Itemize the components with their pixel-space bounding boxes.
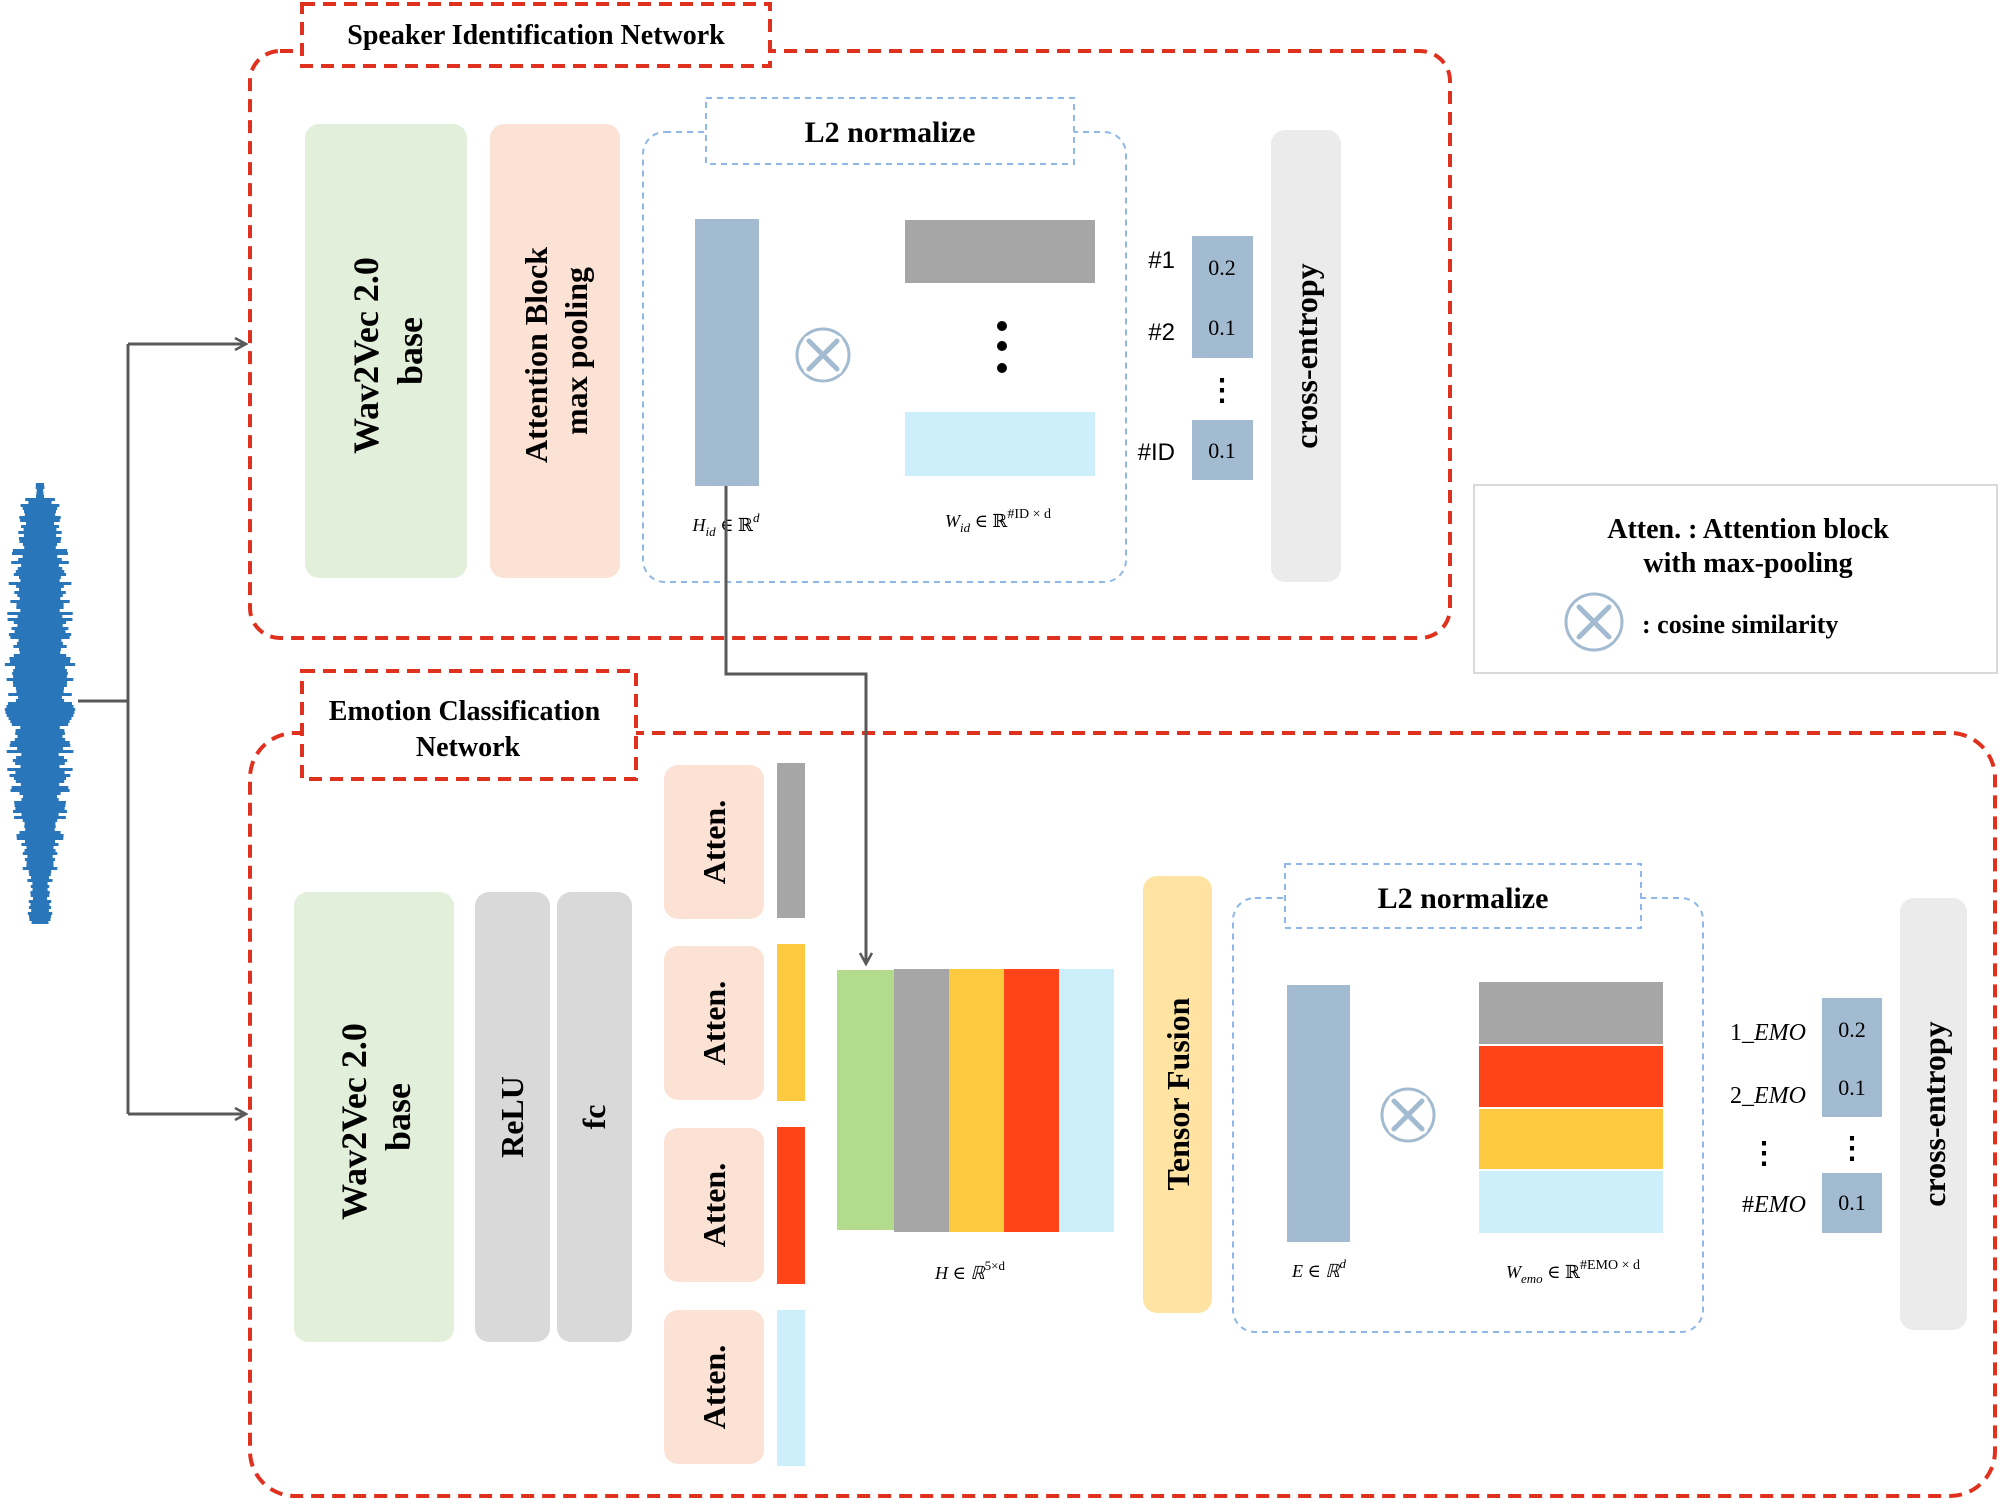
emotion-wav2vec-line2: base xyxy=(378,1083,418,1151)
emotion-h-column-5 xyxy=(1059,969,1114,1232)
speaker-w-id-row-last xyxy=(905,412,1095,476)
emotion-loss-label: cross-entropy xyxy=(1916,1021,1952,1206)
speaker-output-gap xyxy=(1190,358,1255,420)
emotion-tensor-fusion-label: Tensor Fusion xyxy=(1160,997,1196,1190)
emotion-network: Emotion Classification Network Wav2Vec 2… xyxy=(248,669,1997,1498)
emotion-output-vector xyxy=(1822,998,1882,1233)
emotion-e-vector xyxy=(1287,985,1350,1242)
emotion-row-label-last: #EMO xyxy=(1742,1192,1806,1218)
legend: Atten. : Attention block with max-poolin… xyxy=(1473,484,1998,674)
emotion-network-title-line1: Emotion Classification xyxy=(329,696,601,727)
speaker-wav2vec-block xyxy=(305,124,467,578)
emotion-wav2vec-block xyxy=(294,892,454,1342)
emotion-network-title-line2: Network xyxy=(416,732,521,763)
emotion-wav2vec-line1: Wav2Vec 2.0 xyxy=(334,1023,374,1220)
speaker-attention-line2: max pooling xyxy=(558,267,594,435)
emotion-w-emo-label: Wemo ∈ ℝ#EMO × d xyxy=(1506,1258,1640,1286)
emotion-atten-block-2 xyxy=(664,946,764,1100)
emotion-atten-label-4: Atten. xyxy=(696,1345,732,1429)
speaker-row-label-last: #ID xyxy=(1138,439,1175,466)
emotion-h-label: H ∈ ℝ5×d xyxy=(934,1258,1005,1283)
speaker-l2-label: L2 normalize xyxy=(805,116,976,149)
speaker-attention-label: Attention Block max pooling xyxy=(518,239,594,463)
speaker-loss-block xyxy=(1271,130,1341,582)
speaker-cosine-icon xyxy=(795,327,851,383)
emotion-tensor-fusion-block xyxy=(1143,876,1212,1313)
speaker-embedding-arrow xyxy=(724,486,866,963)
emotion-cosine-icon xyxy=(1380,1087,1436,1143)
speaker-output-vdots: ⋮ xyxy=(1207,374,1237,407)
legend-line2: with max-pooling xyxy=(1643,548,1852,579)
emotion-h-column-3 xyxy=(949,969,1004,1232)
speaker-output-value-last: 0.1 xyxy=(1208,438,1236,463)
speaker-wav2vec-line1: Wav2Vec 2.0 xyxy=(346,257,386,454)
emotion-network-title: Emotion Classification Network xyxy=(329,696,607,763)
speaker-wav2vec-label: Wav2Vec 2.0 base xyxy=(346,248,430,454)
emotion-h-column-2 xyxy=(894,969,949,1232)
speaker-attention-line1: Attention Block xyxy=(518,247,554,463)
emotion-atten-output-3 xyxy=(777,1127,805,1284)
emotion-w-emo-row-1 xyxy=(1479,982,1663,1044)
emotion-fc-label: fc xyxy=(576,1105,612,1130)
emotion-network-title-box xyxy=(300,669,638,781)
emotion-relu-block xyxy=(475,892,550,1342)
speaker-l2-boundary xyxy=(642,131,1127,583)
emotion-w-emo-row-3 xyxy=(1479,1109,1663,1169)
emotion-fc-block xyxy=(557,892,632,1342)
emotion-relu-label: ReLU xyxy=(494,1076,530,1158)
emotion-row-label-1: 1_EMO xyxy=(1730,1020,1806,1046)
emotion-atten-label-1: Atten. xyxy=(696,800,732,884)
speaker-network: Speaker Identification Network Wav2Vec 2… xyxy=(248,2,1452,640)
speaker-output-value-1: 0.2 xyxy=(1208,255,1236,280)
emotion-loss-block xyxy=(1900,898,1967,1330)
emotion-label-vdots: ⋮ xyxy=(1749,1137,1779,1170)
emotion-output-gap xyxy=(1820,1117,1884,1173)
input-arrows xyxy=(78,344,245,1114)
speaker-network-title: Speaker Identification Network xyxy=(347,20,725,51)
speaker-l2-title-box xyxy=(705,97,1075,165)
emotion-w-emo-row-2 xyxy=(1479,1046,1663,1107)
emotion-network-boundary xyxy=(248,731,1997,1498)
emotion-atten-output-2 xyxy=(777,944,805,1101)
emotion-atten-output-4 xyxy=(777,1310,805,1466)
speaker-loss-label: cross-entropy xyxy=(1288,263,1324,448)
emotion-output-vdots: ⋮ xyxy=(1837,1132,1867,1165)
emotion-atten-block-4 xyxy=(664,1310,764,1464)
audio-waveform-icon xyxy=(4,483,76,924)
emotion-h-column-1 xyxy=(837,970,894,1230)
emotion-w-emo-row-4 xyxy=(1479,1171,1663,1233)
speaker-network-title-box xyxy=(300,2,772,68)
emotion-atten-label-2: Atten. xyxy=(696,981,732,1065)
emotion-atten-output-1 xyxy=(777,763,805,918)
emotion-output-value-1: 0.2 xyxy=(1838,1017,1866,1042)
speaker-w-id-label: Wid ∈ ℝ#ID × d xyxy=(945,507,1051,535)
emotion-output-value-last: 0.1 xyxy=(1838,1190,1866,1215)
speaker-network-boundary xyxy=(248,49,1452,640)
speaker-w-id-dots xyxy=(997,321,1007,373)
speaker-h-id-vector xyxy=(695,219,759,486)
speaker-wav2vec-line2: base xyxy=(390,317,430,385)
emotion-row-label-2: 2_EMO xyxy=(1730,1083,1806,1109)
emotion-l2-label: L2 normalize xyxy=(1378,882,1549,915)
legend-cosine-label: : cosine similarity xyxy=(1642,610,1838,639)
emotion-atten-block-1 xyxy=(664,765,764,919)
speaker-w-id-row-first xyxy=(905,220,1095,283)
emotion-e-label: E ∈ ℝd xyxy=(1291,1256,1347,1281)
emotion-atten-label-3: Atten. xyxy=(696,1163,732,1247)
emotion-wav2vec-label: Wav2Vec 2.0 base xyxy=(334,1014,418,1220)
emotion-output-value-2: 0.1 xyxy=(1838,1075,1866,1100)
speaker-output-value-2: 0.1 xyxy=(1208,315,1236,340)
legend-cosine-icon xyxy=(1564,592,1624,652)
legend-box xyxy=(1473,484,1998,674)
speaker-row-label-2: #2 xyxy=(1148,319,1175,346)
emotion-l2-title-box xyxy=(1284,863,1642,929)
emotion-h-column-4 xyxy=(1004,969,1059,1232)
speaker-row-label-1: #1 xyxy=(1148,247,1175,274)
emotion-atten-block-3 xyxy=(664,1128,764,1282)
speaker-attention-block xyxy=(490,124,620,578)
legend-line1: Atten. : Attention block xyxy=(1607,514,1889,545)
